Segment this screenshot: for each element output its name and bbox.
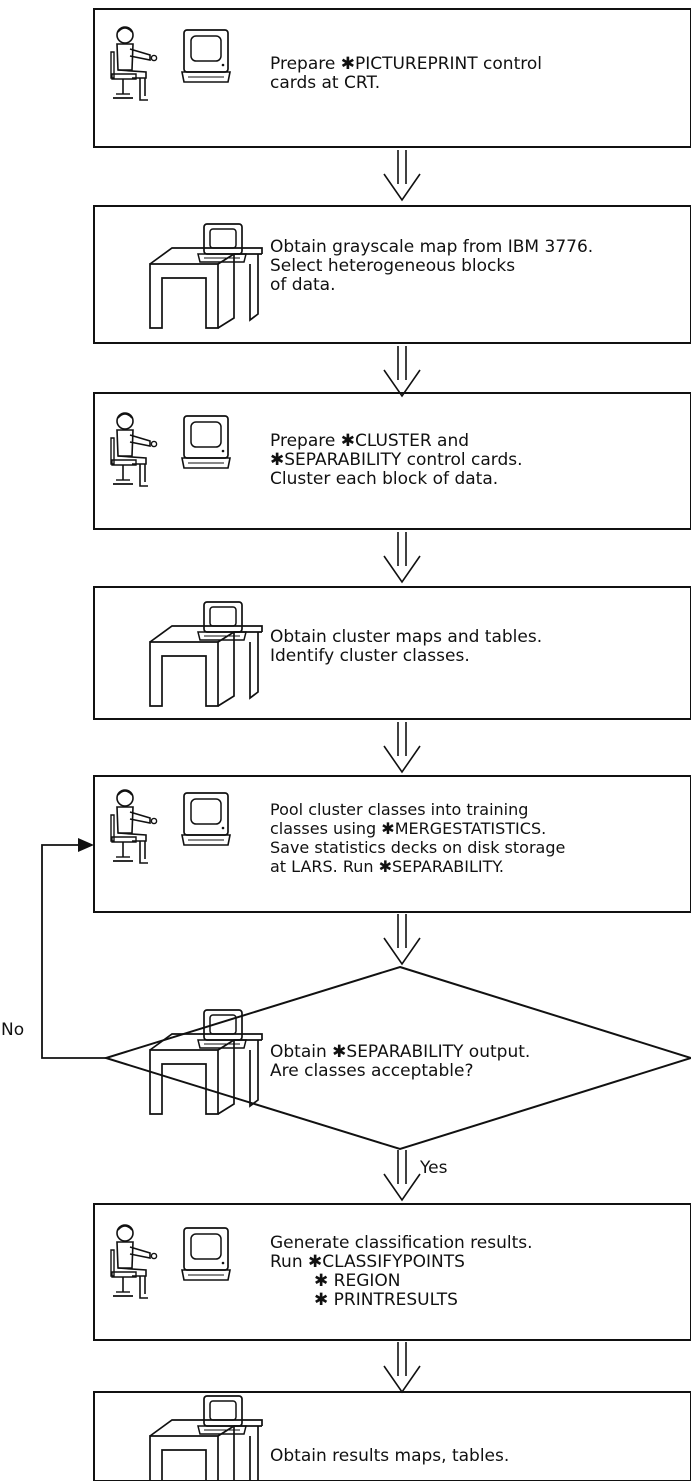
step-line: Save statistics decks on disk storage: [270, 838, 565, 857]
flow-arrow: [384, 150, 420, 200]
step-line: Select heterogeneous blocks: [270, 257, 593, 276]
no-loop-line: [42, 845, 106, 1058]
operator-at-crt-icon: [111, 413, 230, 486]
yes-branch-label: Yes: [420, 1158, 447, 1178]
step-line: Prepare ✱CLUSTER and: [270, 432, 523, 451]
step-subline: ✱ PRINTRESULTS: [270, 1291, 533, 1310]
step-text-8: Obtain results maps, tables.: [270, 1447, 509, 1466]
flow-arrow: [384, 346, 420, 396]
printer-terminal-icon: [150, 224, 262, 328]
step-line: at LARS. Run ✱SEPARABILITY.: [270, 857, 565, 876]
step-line: classes using ✱MERGESTATISTICS.: [270, 819, 565, 838]
step-line: Pool cluster classes into training: [270, 800, 565, 819]
step-text-2: Obtain grayscale map from IBM 3776. Sele…: [270, 238, 593, 295]
step-text-1: Prepare ✱PICTUREPRINT control cards at C…: [270, 55, 542, 93]
step-line: Obtain results maps, tables.: [270, 1447, 509, 1466]
step-line: cards at CRT.: [270, 74, 542, 93]
operator-at-crt-icon: [111, 27, 230, 100]
step-line: of data.: [270, 276, 593, 295]
step-line: ✱SEPARABILITY control cards.: [270, 451, 523, 470]
step-line: Run ✱CLASSIFYPOINTS: [270, 1253, 533, 1272]
step-line: Prepare ✱PICTUREPRINT control: [270, 55, 542, 74]
step-line: Obtain ✱SEPARABILITY output.: [270, 1043, 530, 1062]
flow-arrow: [384, 1150, 420, 1200]
flow-arrow: [384, 914, 420, 964]
step-text-4: Obtain cluster maps and tables. Identify…: [270, 628, 542, 666]
step-text-7: Generate classification results. Run ✱CL…: [270, 1234, 533, 1310]
flow-arrow: [384, 532, 420, 582]
step-text-3: Prepare ✱CLUSTER and ✱SEPARABILITY contr…: [270, 432, 523, 489]
flow-arrow: [384, 1342, 420, 1392]
no-branch-label: No: [1, 1020, 24, 1040]
no-loop-arrowhead: [78, 838, 94, 852]
decision-text: Obtain ✱SEPARABILITY output. Are classes…: [270, 1043, 530, 1081]
printer-terminal-icon: [150, 1010, 262, 1114]
step-line: Are classes acceptable?: [270, 1062, 530, 1081]
operator-at-crt-icon: [111, 790, 230, 863]
step-line: Identify cluster classes.: [270, 647, 542, 666]
step-line: Generate classification results.: [270, 1234, 533, 1253]
step-line: Obtain grayscale map from IBM 3776.: [270, 238, 593, 257]
step-line: Cluster each block of data.: [270, 470, 523, 489]
step-line: Obtain cluster maps and tables.: [270, 628, 542, 647]
printer-terminal-icon: [150, 1396, 262, 1481]
step-subline: ✱ REGION: [270, 1272, 533, 1291]
printer-terminal-icon: [150, 602, 262, 706]
operator-at-crt-icon: [111, 1225, 230, 1298]
step-text-5: Pool cluster classes into training class…: [270, 800, 565, 876]
flow-arrow: [384, 722, 420, 772]
